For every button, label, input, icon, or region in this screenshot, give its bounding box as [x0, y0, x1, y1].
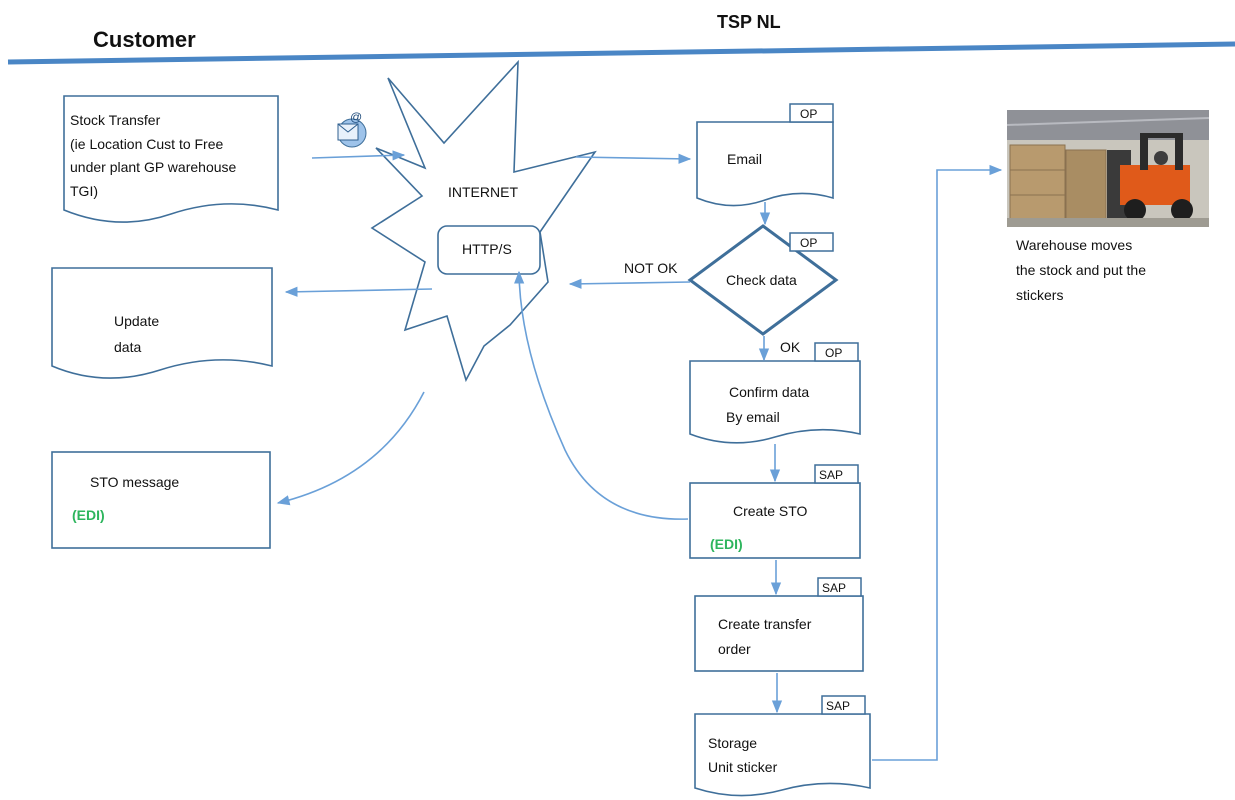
arrow-internet-to-email — [575, 153, 692, 164]
email-label: Email — [727, 151, 762, 167]
https-protocol-box — [437, 225, 541, 275]
create-sto-edi: (EDI) — [710, 536, 743, 552]
email-op-tag — [789, 103, 834, 123]
provider-header: TSP NL — [717, 12, 781, 32]
confirm-op-tag-label: OP — [825, 346, 842, 360]
swimlane-divider — [7, 41, 1235, 65]
warehouse-forklift-photo — [1006, 110, 1210, 227]
stock-transfer-document — [63, 95, 279, 223]
sticker-sap-tag — [821, 695, 866, 715]
https-protocol-label: HTTP/S — [462, 241, 512, 257]
svg-text:@: @ — [350, 110, 362, 124]
create-sto-sap-tag — [814, 464, 859, 484]
arrow-internet-to-update — [284, 286, 433, 297]
transfer-order-sap-tag-label: SAP — [822, 581, 846, 595]
confirm-data-text: Confirm data By email — [726, 384, 813, 425]
sticker-sap-tag-label: SAP — [826, 699, 850, 713]
confirm-data-document — [689, 360, 861, 444]
create-sto-sap-tag-label: SAP — [819, 468, 843, 482]
arrow-sto-to-internet — [514, 270, 689, 520]
stock-transfer-text: Stock Transfer (ie Location Cust to Free… — [70, 112, 240, 199]
arrow-not-ok-to-internet — [568, 278, 691, 289]
email-envelope-icon: @ — [337, 110, 367, 148]
transfer-order-box — [694, 595, 864, 672]
arrow-stock-to-internet — [311, 150, 406, 161]
storage-sticker-text: Storage Unit sticker — [708, 735, 778, 775]
email-op-tag-label: OP — [800, 107, 817, 121]
confirm-op-tag — [814, 342, 859, 362]
email-document — [696, 121, 834, 207]
internet-label: INTERNET — [448, 184, 518, 200]
check-data-label: Check data — [726, 272, 797, 288]
create-sto-label: Create STO — [733, 503, 808, 519]
sto-message-label: STO message — [90, 474, 179, 490]
arrow-sticker-to-warehouse — [872, 164, 1003, 761]
storage-sticker-document — [694, 713, 871, 797]
update-data-text: Update data — [114, 313, 163, 355]
ok-label: OK — [780, 339, 801, 355]
check-data-decision — [687, 224, 839, 336]
update-data-document — [51, 267, 273, 379]
arrow-internet-to-sto-message — [276, 391, 425, 506]
check-data-op-tag-label: OP — [800, 236, 817, 250]
warehouse-caption: Warehouse moves the stock and put the st… — [1016, 237, 1150, 303]
transfer-order-text: Create transfer order — [718, 616, 815, 657]
customer-header: Customer — [93, 27, 196, 52]
transfer-order-sap-tag — [817, 577, 862, 597]
sto-message-box — [51, 451, 271, 549]
sto-message-edi: (EDI) — [72, 507, 105, 523]
create-sto-box — [689, 482, 861, 559]
not-ok-label: NOT OK — [624, 260, 678, 276]
internet-cloud-starburst — [370, 59, 597, 383]
check-data-op-tag — [789, 232, 834, 252]
